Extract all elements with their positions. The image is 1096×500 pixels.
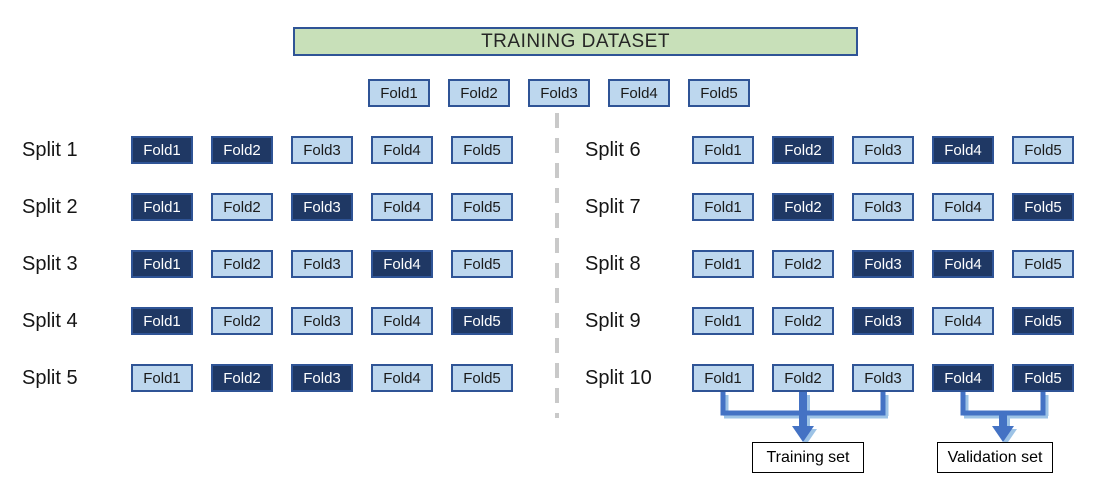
- fold-box: Fold5: [1012, 250, 1074, 278]
- fold-box: Fold1: [692, 364, 754, 392]
- fold-boxes: Fold1 Fold2 Fold3 Fold4 Fold5: [692, 136, 1074, 164]
- header-fold-row: Fold1 Fold2 Fold3 Fold4 Fold5: [368, 79, 750, 107]
- header-fold-box: Fold2: [448, 79, 510, 107]
- fold-box: Fold1: [692, 136, 754, 164]
- fold-box: Fold3: [852, 364, 914, 392]
- fold-boxes: Fold1 Fold2 Fold3 Fold4 Fold5: [131, 364, 513, 392]
- fold-box: Fold4: [371, 250, 433, 278]
- fold-boxes: Fold1 Fold2 Fold3 Fold4 Fold5: [131, 250, 513, 278]
- training-dataset-header: TRAINING DATASET: [293, 27, 858, 56]
- fold-box: Fold3: [291, 364, 353, 392]
- fold-boxes: Fold1 Fold2 Fold3 Fold4 Fold5: [692, 307, 1074, 335]
- header-fold-box: Fold1: [368, 79, 430, 107]
- fold-box: Fold1: [131, 250, 193, 278]
- header-fold-box: Fold4: [608, 79, 670, 107]
- fold-box: Fold1: [131, 307, 193, 335]
- fold-box: Fold5: [1012, 307, 1074, 335]
- validation-set-label: Validation set: [937, 442, 1053, 473]
- fold-box: Fold3: [291, 136, 353, 164]
- fold-box: Fold2: [211, 250, 273, 278]
- fold-box: Fold2: [772, 307, 834, 335]
- fold-box: Fold2: [772, 193, 834, 221]
- fold-box: Fold5: [1012, 193, 1074, 221]
- split-label: Split 3: [22, 252, 78, 275]
- validation-arrowhead: [992, 426, 1014, 442]
- fold-boxes: Fold1 Fold2 Fold3 Fold4 Fold5: [131, 136, 513, 164]
- split-label: Split 9: [585, 309, 641, 332]
- fold-box: Fold1: [131, 364, 193, 392]
- fold-boxes: Fold1 Fold2 Fold3 Fold4 Fold5: [692, 193, 1074, 221]
- fold-box: Fold3: [291, 250, 353, 278]
- split-label: Split 2: [22, 195, 78, 218]
- fold-box: Fold2: [772, 250, 834, 278]
- header-fold-box: Fold3: [528, 79, 590, 107]
- split-label: Split 8: [585, 252, 641, 275]
- fold-box: Fold4: [932, 136, 994, 164]
- fold-box: Fold3: [852, 250, 914, 278]
- fold-box: Fold1: [692, 307, 754, 335]
- split-row-3: Split 3 Fold1 Fold2 Fold3 Fold4 Fold5: [22, 250, 513, 278]
- fold-box: Fold2: [772, 136, 834, 164]
- fold-box: Fold2: [211, 136, 273, 164]
- fold-box: Fold3: [852, 307, 914, 335]
- header-fold-box: Fold5: [688, 79, 750, 107]
- fold-box: Fold5: [451, 136, 513, 164]
- split-label: Split 7: [585, 195, 641, 218]
- fold-box: Fold4: [371, 136, 433, 164]
- fold-box: Fold1: [131, 136, 193, 164]
- fold-box: Fold4: [371, 364, 433, 392]
- fold-boxes: Fold1 Fold2 Fold3 Fold4 Fold5: [692, 250, 1074, 278]
- fold-box: Fold2: [211, 307, 273, 335]
- split-row-7: Split 7 Fold1 Fold2 Fold3 Fold4 Fold5: [585, 193, 1074, 221]
- split-row-10: Split 10 Fold1 Fold2 Fold3 Fold4 Fold5: [585, 364, 1074, 392]
- fold-box: Fold5: [451, 250, 513, 278]
- fold-box: Fold3: [291, 307, 353, 335]
- fold-boxes: Fold1 Fold2 Fold3 Fold4 Fold5: [131, 193, 513, 221]
- fold-box: Fold2: [211, 193, 273, 221]
- fold-box: Fold2: [211, 364, 273, 392]
- split-row-9: Split 9 Fold1 Fold2 Fold3 Fold4 Fold5: [585, 307, 1074, 335]
- split-label: Split 5: [22, 366, 78, 389]
- fold-box: Fold4: [932, 307, 994, 335]
- fold-box: Fold5: [451, 364, 513, 392]
- training-set-label: Training set: [752, 442, 864, 473]
- split-label: Split 1: [22, 138, 78, 161]
- fold-box: Fold4: [371, 307, 433, 335]
- vertical-dashed-divider: [555, 113, 559, 418]
- split-label: Split 10: [585, 366, 652, 389]
- fold-box: Fold1: [692, 193, 754, 221]
- fold-box: Fold4: [371, 193, 433, 221]
- split-label: Split 6: [585, 138, 641, 161]
- training-arrowhead: [792, 426, 814, 442]
- split-label: Split 4: [22, 309, 78, 332]
- fold-box: Fold5: [451, 307, 513, 335]
- split-row-8: Split 8 Fold1 Fold2 Fold3 Fold4 Fold5: [585, 250, 1074, 278]
- split-row-5: Split 5 Fold1 Fold2 Fold3 Fold4 Fold5: [22, 364, 513, 392]
- fold-box: Fold5: [1012, 364, 1074, 392]
- split-row-2: Split 2 Fold1 Fold2 Fold3 Fold4 Fold5: [22, 193, 513, 221]
- fold-box: Fold4: [932, 250, 994, 278]
- fold-box: Fold5: [1012, 136, 1074, 164]
- split-row-1: Split 1 Fold1 Fold2 Fold3 Fold4 Fold5: [22, 136, 513, 164]
- fold-box: Fold4: [932, 364, 994, 392]
- fold-box: Fold3: [291, 193, 353, 221]
- split-row-6: Split 6 Fold1 Fold2 Fold3 Fold4 Fold5: [585, 136, 1074, 164]
- fold-box: Fold2: [772, 364, 834, 392]
- fold-box: Fold1: [692, 250, 754, 278]
- split-row-4: Split 4 Fold1 Fold2 Fold3 Fold4 Fold5: [22, 307, 513, 335]
- fold-box: Fold3: [852, 136, 914, 164]
- fold-box: Fold5: [451, 193, 513, 221]
- fold-box: Fold4: [932, 193, 994, 221]
- fold-box: Fold1: [131, 193, 193, 221]
- fold-boxes: Fold1 Fold2 Fold3 Fold4 Fold5: [131, 307, 513, 335]
- fold-boxes: Fold1 Fold2 Fold3 Fold4 Fold5: [692, 364, 1074, 392]
- fold-box: Fold3: [852, 193, 914, 221]
